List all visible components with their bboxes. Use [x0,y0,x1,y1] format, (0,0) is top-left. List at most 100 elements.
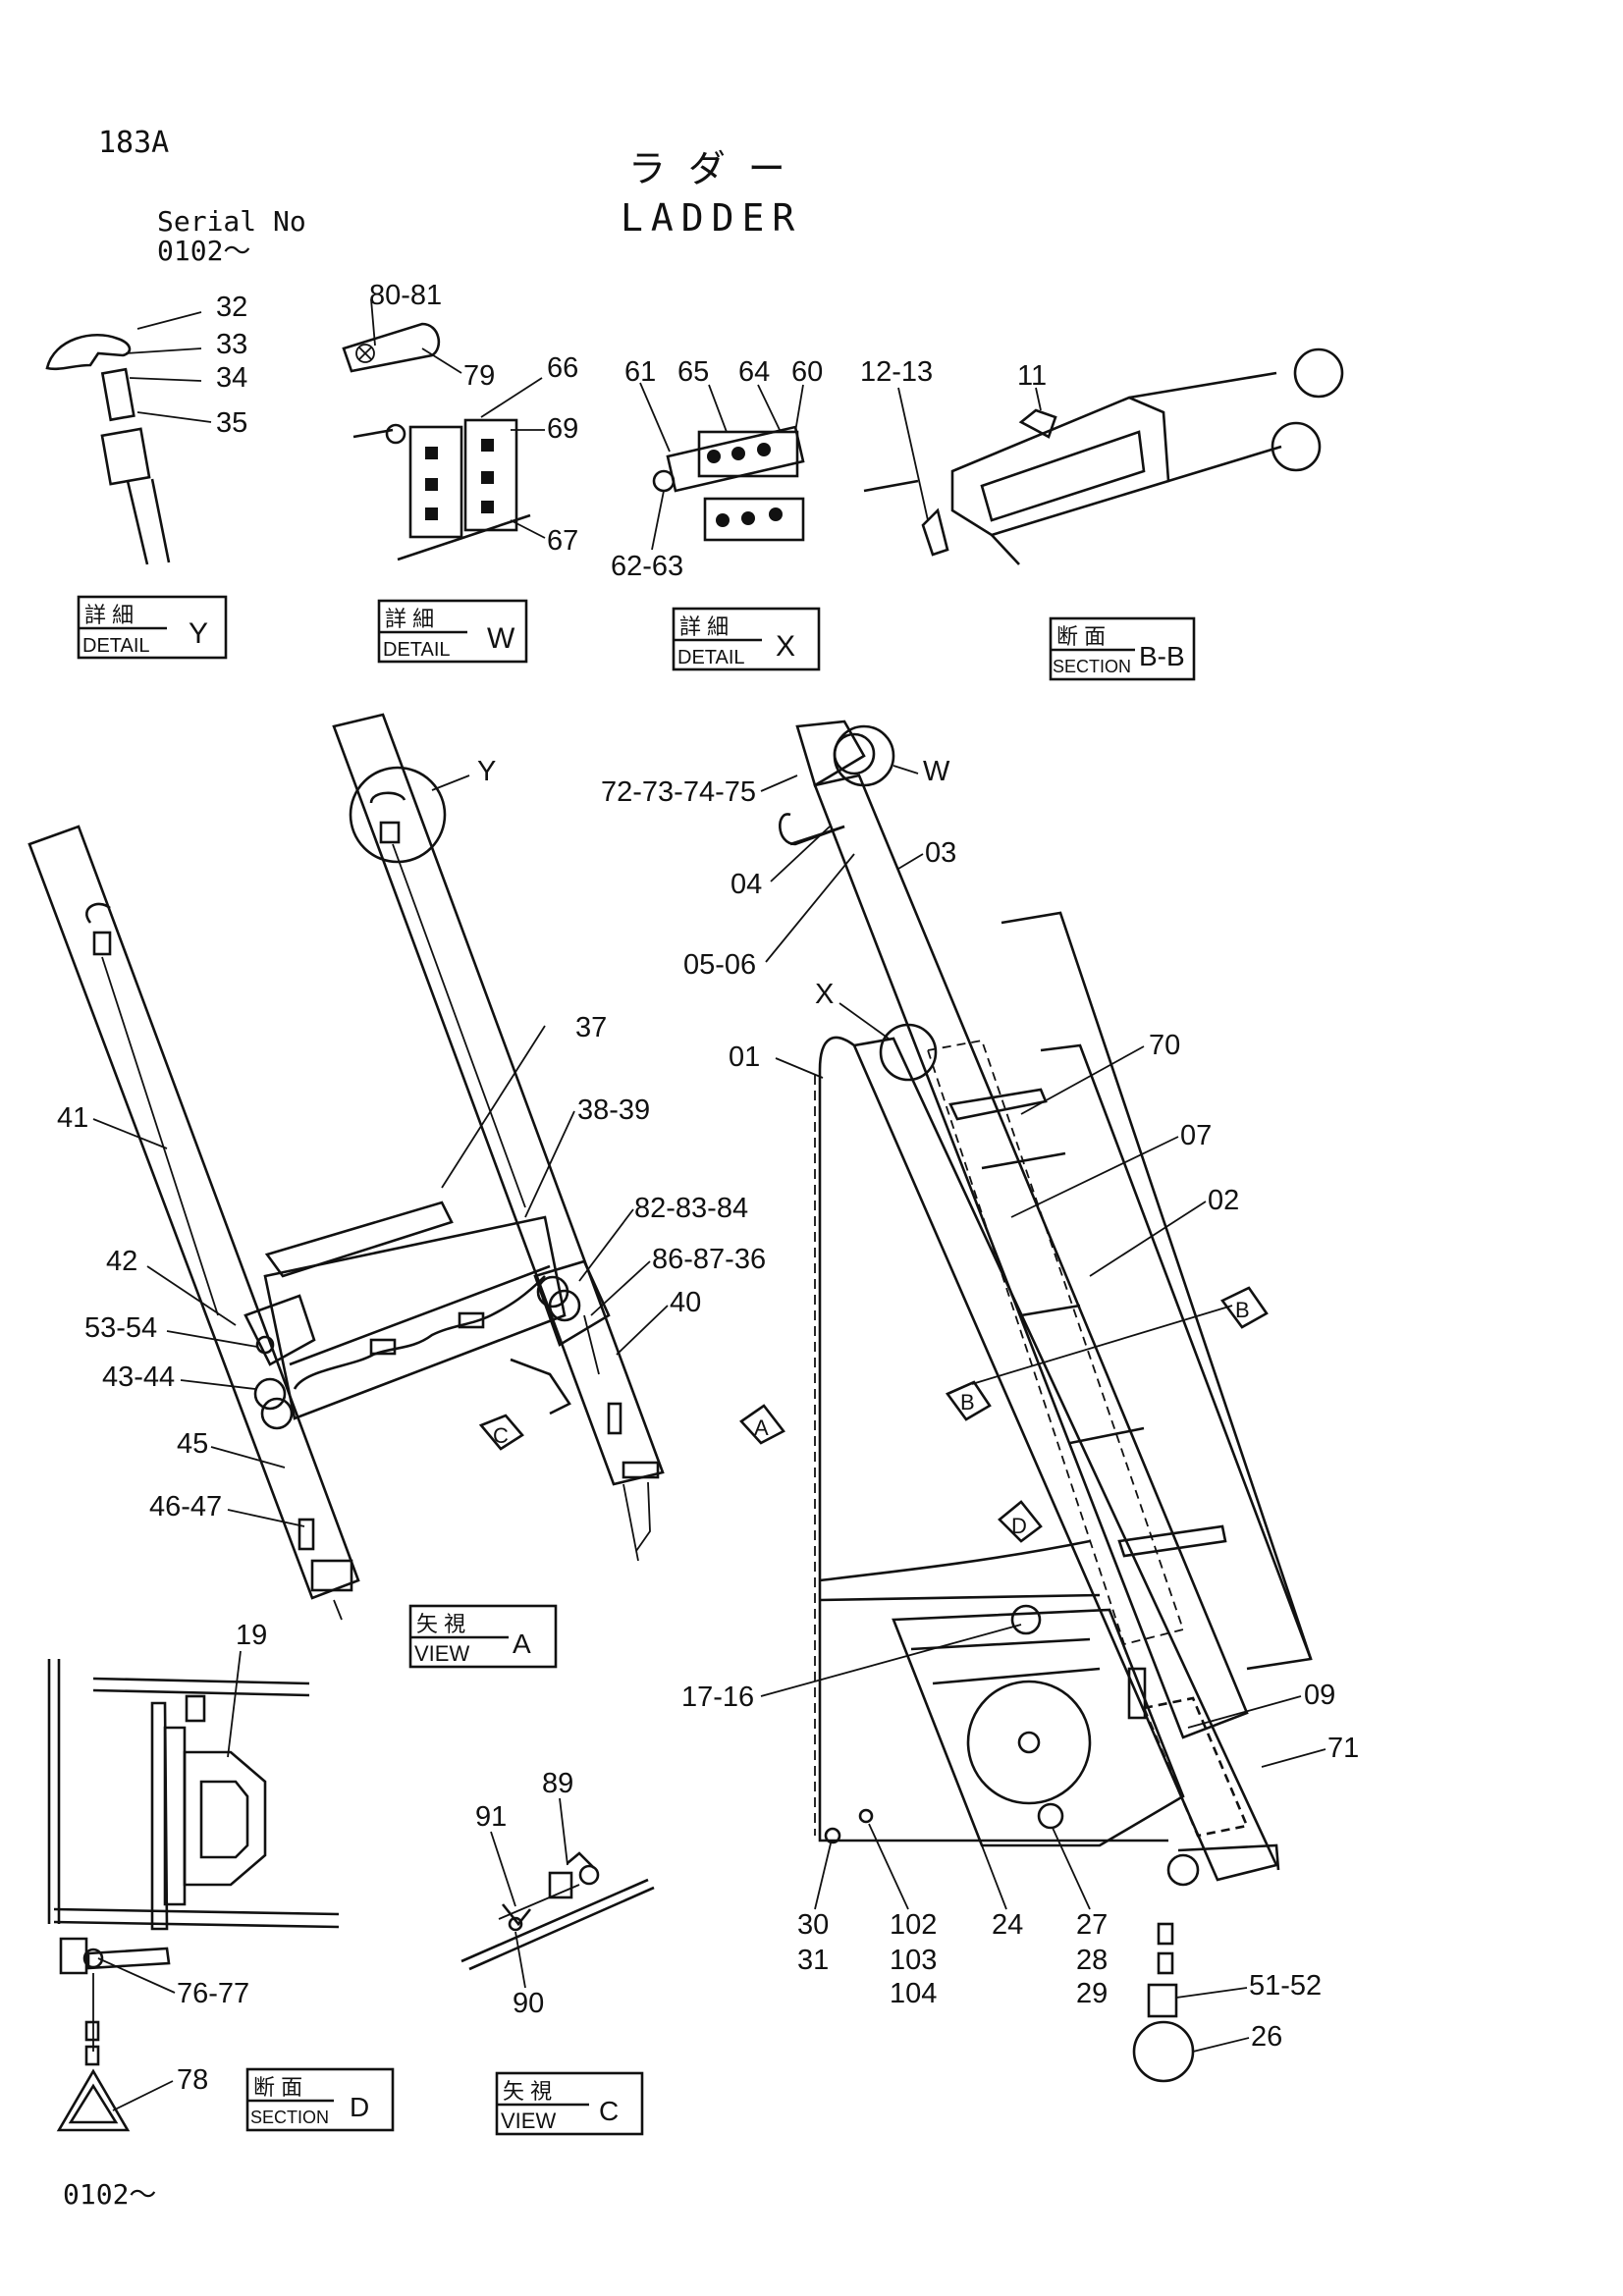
part-label-03: 03 [925,837,956,869]
part-label-60: 60 [791,356,823,388]
part-label-61: 61 [624,356,656,388]
detail-x-label-box: 詳 細 DETAIL X [672,607,821,671]
svg-text:矢 視: 矢 視 [503,2079,552,2104]
part-label-62-63: 62-63 [611,551,683,582]
svg-text:DETAIL: DETAIL [383,639,451,661]
marker-y-leader [431,774,470,791]
part-label-30: 30 [797,1909,829,1941]
marker-w-leader [893,765,919,774]
marker-d: D [998,1500,1043,1543]
svg-text:B: B [1235,1298,1250,1322]
svg-text:C: C [599,2096,619,2126]
view-c-label-box: 矢 視 VIEW C [495,2071,644,2136]
part-label-69: 69 [547,413,578,445]
part-label-37: 37 [575,1012,607,1043]
detail-y-label-box: 詳 細 DETAIL Y [77,595,228,660]
part-label-33: 33 [216,329,247,360]
marker-a: A [739,1404,785,1445]
title-japanese: ラ ダ ー [628,147,785,190]
section-bb-cut-line [971,1305,1233,1385]
part-label-103: 103 [890,1945,937,1976]
detail-w-label-box: 詳 細 DETAIL W [377,599,528,664]
marker-c: C [478,1414,524,1451]
part-label-27: 27 [1076,1909,1108,1941]
part-label-102: 102 [890,1909,937,1941]
view-a-label-box: 矢 視 VIEW A [408,1604,558,1669]
svg-text:断 面: 断 面 [253,2075,302,2100]
part-label-53-54: 53-54 [84,1312,157,1344]
svg-text:B-B: B-B [1139,641,1185,671]
part-label-67: 67 [547,525,578,557]
main-assembly-drawing [779,720,1313,2083]
part-label-72-73-74-75: 72-73-74-75 [601,776,756,808]
part-label-104: 104 [890,1978,937,2009]
part-label-32: 32 [216,292,247,323]
part-label-80-81: 80-81 [369,280,442,311]
svg-text:DETAIL: DETAIL [82,635,150,657]
part-label-90: 90 [513,1988,544,2019]
part-78-leader [112,2080,174,2111]
part-label-28: 28 [1076,1945,1108,1976]
svg-text:DETAIL: DETAIL [677,647,745,668]
part-label-66: 66 [547,352,578,384]
svg-text:VIEW: VIEW [501,2109,556,2133]
part-label-40: 40 [670,1287,701,1318]
svg-text:詳 細: 詳 細 [679,614,729,639]
svg-text:B: B [960,1390,975,1415]
part-label-07: 07 [1180,1120,1212,1151]
part-label-05-06: 05-06 [683,949,756,981]
part-label-11: 11 [1017,360,1047,392]
view-a-drawing [27,713,665,1621]
footer-serial: 0102～ [63,2178,156,2211]
marker-x-leader [839,1002,890,1040]
view-c-drawing [460,1851,655,1971]
part-label-31: 31 [797,1945,829,1976]
section-bb-label-box: 断 面 SECTION B-B [1049,616,1196,681]
part-label-82-83-84: 82-83-84 [634,1193,748,1224]
section-bb-drawing [863,347,1344,565]
part-label-51-52: 51-52 [1249,1970,1322,2002]
marker-y: Y [477,756,496,787]
part-label-45: 45 [177,1428,208,1460]
svg-text:X: X [776,630,795,663]
part-label-86-87-36: 86-87-36 [652,1244,766,1275]
marker-b-right: B [1220,1286,1269,1329]
part-label-71: 71 [1327,1733,1359,1764]
svg-text:A: A [513,1629,531,1659]
part-label-91: 91 [475,1801,507,1833]
part-label-46-47: 46-47 [149,1491,222,1522]
marker-b-left: B [945,1380,992,1421]
part-label-09: 09 [1304,1680,1335,1711]
view-a-leader-lines [92,1025,669,1527]
part-19-leader [227,1650,242,1758]
svg-text:断 面: 断 面 [1056,624,1106,649]
part-label-89: 89 [542,1768,573,1799]
svg-text:VIEW: VIEW [414,1641,469,1666]
part-label-76-77: 76-77 [177,1978,249,2009]
part-label-12-13: 12-13 [860,356,933,388]
detail-y-drawing [45,311,212,565]
part-label-64: 64 [738,356,770,388]
svg-text:A: A [754,1415,769,1440]
svg-text:D: D [350,2092,369,2122]
part-label-79: 79 [463,360,495,392]
part-label-26: 26 [1251,2021,1282,2053]
part-label-43-44: 43-44 [102,1362,175,1393]
part-label-65: 65 [677,356,709,388]
part-label-35: 35 [216,407,247,439]
section-d-drawing [47,1659,340,2132]
part-label-17-16: 17-16 [681,1682,754,1713]
section-d-label-box: 断 面 SECTION D [245,2067,395,2132]
part-label-42: 42 [106,1246,137,1277]
page-code: 183A [98,126,169,160]
svg-text:SECTION: SECTION [1053,657,1131,676]
svg-text:W: W [487,622,515,655]
detail-w-drawing [342,298,546,561]
marker-w: W [923,756,950,787]
svg-text:詳 細: 詳 細 [84,603,134,627]
part-label-38-39: 38-39 [577,1095,650,1126]
part-label-29: 29 [1076,1978,1108,2009]
svg-text:矢 視: 矢 視 [416,1612,465,1636]
view-c-leader-lines [490,1797,568,1989]
